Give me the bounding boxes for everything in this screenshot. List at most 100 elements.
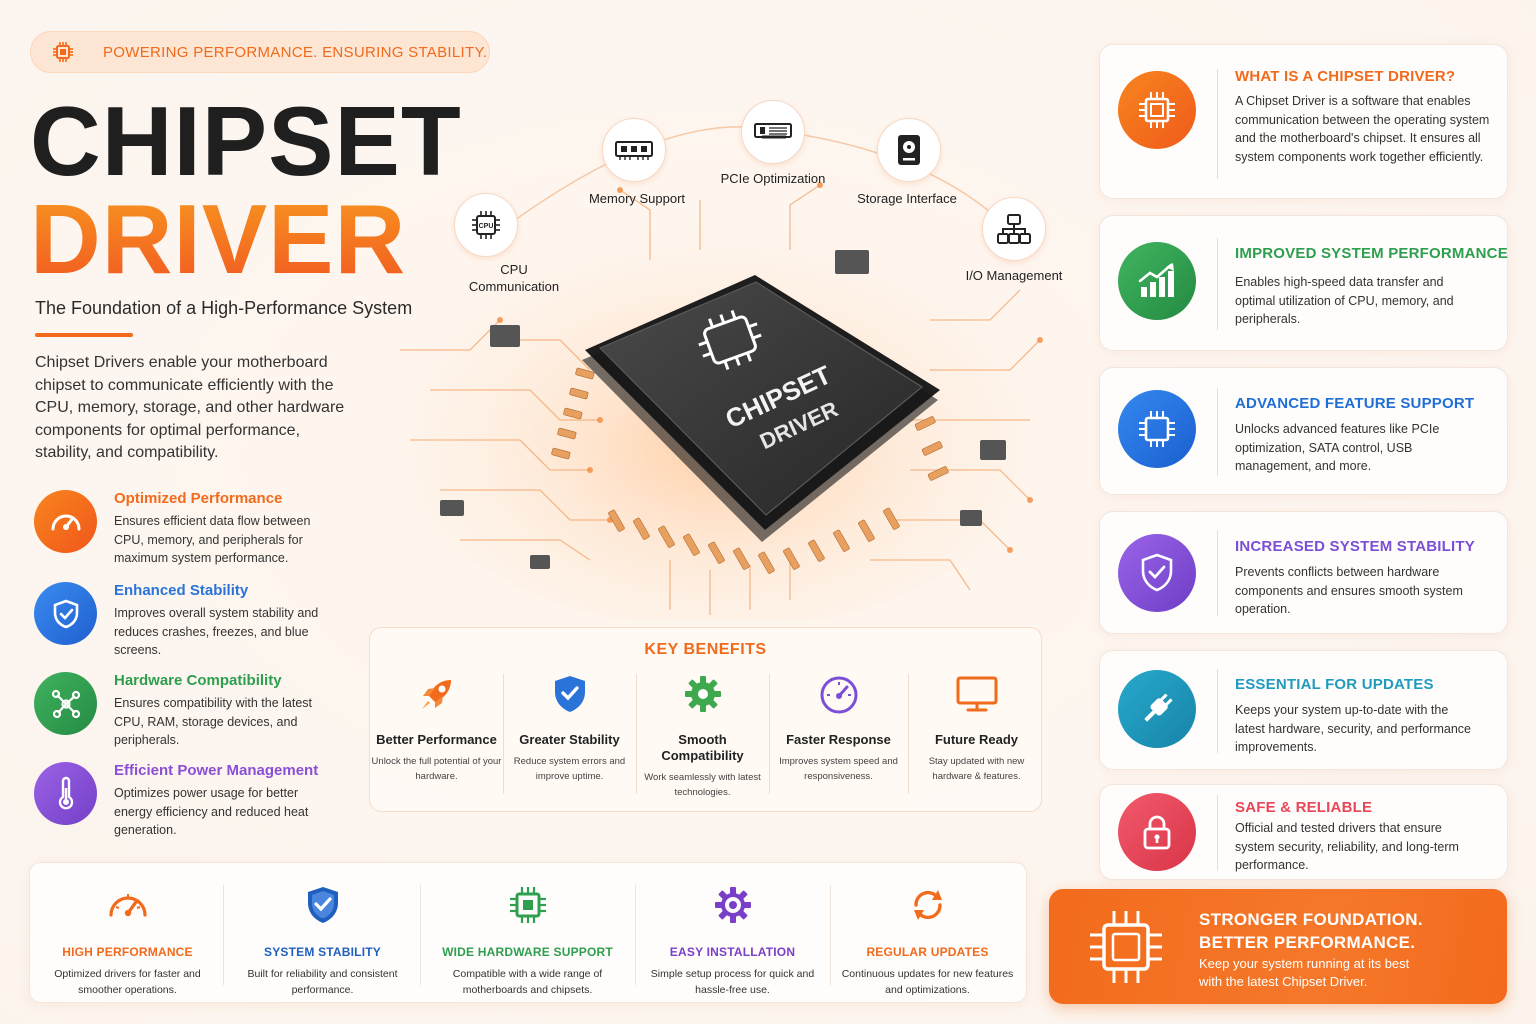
- pcie-card-icon: [741, 100, 805, 164]
- card-increased-stability: INCREASED SYSTEM STABILITY Prevents conf…: [1099, 511, 1508, 634]
- orbit-label-io: I/O Management: [965, 268, 1063, 283]
- shield-check-icon: [1118, 534, 1196, 612]
- divider: [1217, 69, 1218, 179]
- card-desc: Keeps your system up-to-date with the la…: [1235, 703, 1471, 754]
- orbit-node-cpu: CPU: [454, 193, 518, 257]
- card-desc: Enables high-speed data transfer and opt…: [1235, 275, 1454, 326]
- divider: [635, 885, 636, 985]
- cpu-icon: CPU: [454, 193, 518, 257]
- strip-desc: Optimized drivers for faster and smoothe…: [54, 968, 201, 996]
- hard-drive-icon: [877, 118, 941, 182]
- orbit-label-pcie: PCIe Optimization: [720, 171, 826, 186]
- rocket-icon: [370, 672, 503, 716]
- divider: [503, 674, 504, 794]
- strip-name: SYSTEM STABILITY: [264, 945, 381, 959]
- benefit-name: Faster Response: [786, 732, 891, 747]
- strip-system-stability: SYSTEM STABILITY Built for reliability a…: [235, 883, 410, 998]
- speedometer-icon: [34, 490, 97, 553]
- benefit-smooth-compatibility: Smooth Compatibility Work seamlessly wit…: [636, 672, 769, 800]
- card-desc: Unlocks advanced features like PCIe opti…: [1235, 422, 1440, 473]
- orbit-node-pcie: [741, 100, 805, 164]
- monitor-icon: [910, 672, 1043, 716]
- divider: [908, 674, 909, 794]
- card-desc: Prevents conflicts between hardware comp…: [1235, 565, 1463, 616]
- card-title: WHAT IS A CHIPSET DRIVER?: [1235, 68, 1456, 85]
- strip-high-performance: HIGH PERFORMANCE Optimized drivers for f…: [40, 883, 215, 998]
- benefit-name: Better Performance: [376, 732, 497, 747]
- shield-check-icon: [235, 883, 410, 927]
- benefit-desc: Work seamlessly with latest technologies…: [644, 772, 761, 798]
- cta-headline: STRONGER FOUNDATION. BETTER PERFORMANCE.: [1199, 908, 1423, 954]
- strip-desc: Built for reliability and consistent per…: [247, 968, 398, 996]
- network-nodes-icon: [34, 672, 97, 735]
- benefit-greater-stability: Greater Stability Reduce system errors a…: [503, 672, 636, 784]
- feature-title: Optimized Performance: [114, 490, 283, 507]
- chip-illustration: CHIPSET DRIVER: [380, 126, 1060, 620]
- key-benefits-title: KEY BENEFITS: [644, 641, 767, 658]
- strip-regular-updates: REGULAR UPDATES Continuous updates for n…: [840, 883, 1015, 998]
- feature-optimized-performance: Optimized Performance Ensures efficient …: [34, 490, 354, 575]
- chip-icon: [1118, 71, 1196, 149]
- benefit-name: Smooth Compatibility: [661, 732, 744, 763]
- divider: [1217, 795, 1218, 871]
- cta-headline-line2: BETTER PERFORMANCE.: [1199, 933, 1416, 952]
- divider: [223, 885, 224, 985]
- shield-check-icon: [34, 582, 97, 645]
- speedometer-icon: [772, 672, 905, 716]
- benefit-future-ready: Future Ready Stay updated with new hardw…: [910, 672, 1043, 784]
- orbit-node-storage: [877, 118, 941, 182]
- feature-title: Hardware Compatibility: [114, 672, 282, 689]
- orbit-node-io: [982, 197, 1046, 261]
- refresh-icon: [840, 883, 1015, 927]
- card-what-is-chipset-driver: WHAT IS A CHIPSET DRIVER? A Chipset Driv…: [1099, 44, 1508, 199]
- strip-name: HIGH PERFORMANCE: [62, 945, 193, 959]
- feature-enhanced-stability: Enhanced Stability Improves overall syst…: [34, 582, 354, 667]
- divider: [1217, 238, 1218, 330]
- page-title-line1: CHIPSET: [30, 86, 462, 196]
- card-desc: Official and tested drivers that ensure …: [1235, 821, 1459, 872]
- benefit-faster-response: Faster Response Improves system speed an…: [772, 672, 905, 784]
- tagline-pill: POWERING PERFORMANCE. ENSURING STABILITY…: [30, 31, 490, 73]
- page-title-line2: DRIVER: [30, 184, 407, 294]
- card-desc: A Chipset Driver is a software that enab…: [1235, 94, 1490, 164]
- chip-icon: [1118, 390, 1196, 468]
- divider: [830, 885, 831, 985]
- strip-name: REGULAR UPDATES: [866, 945, 989, 959]
- strip-easy-installation: EASY INSTALLATION Simple setup process f…: [645, 883, 820, 998]
- orbit-label-memory: Memory Support: [588, 191, 686, 206]
- thermometer-icon: [34, 762, 97, 825]
- speedometer-icon: [40, 883, 215, 927]
- cta-description: Keep your system running at its best wit…: [1199, 955, 1409, 991]
- page-subtitle: The Foundation of a High-Performance Sys…: [35, 298, 413, 318]
- card-advanced-feature-support: ADVANCED FEATURE SUPPORT Unlocks advance…: [1099, 367, 1508, 495]
- strip-desc: Simple setup process for quick and hassl…: [650, 968, 815, 996]
- divider: [636, 674, 637, 794]
- gear-icon: [636, 672, 769, 716]
- plug-icon: [1118, 670, 1196, 748]
- cta-banner: STRONGER FOUNDATION. BETTER PERFORMANCE.…: [1049, 889, 1507, 1004]
- benefit-desc: Improves system speed and responsiveness…: [779, 756, 898, 782]
- divider: [420, 885, 421, 985]
- feature-efficient-power: Efficient Power Management Optimizes pow…: [34, 762, 354, 847]
- feature-desc: Ensures compatibility with the latest CP…: [114, 696, 313, 747]
- benefit-desc: Unlock the full potential of your hardwa…: [371, 756, 502, 782]
- card-safe-reliable: SAFE & RELIABLE Official and tested driv…: [1099, 784, 1508, 880]
- card-title: ADVANCED FEATURE SUPPORT: [1235, 395, 1475, 412]
- benefit-desc: Reduce system errors and improve uptime.: [513, 756, 626, 782]
- orbit-label-cpu: CPU Communication: [468, 262, 560, 294]
- card-improved-performance: IMPROVED SYSTEM PERFORMANCE Enables high…: [1099, 215, 1508, 351]
- memory-module-icon: [602, 118, 666, 182]
- feature-title: Enhanced Stability: [114, 582, 249, 599]
- feature-title: Efficient Power Management: [114, 762, 319, 779]
- divider: [1217, 669, 1218, 753]
- key-benefits-panel: KEY BENEFITS Better Performance Unlock t…: [369, 627, 1042, 812]
- lock-icon: [1118, 793, 1196, 871]
- shield-check-icon: [503, 672, 636, 716]
- bottom-features-strip: HIGH PERFORMANCE Optimized drivers for f…: [29, 862, 1027, 1003]
- svg-text:CPU: CPU: [479, 223, 494, 230]
- intro-paragraph: Chipset Drivers enable your motherboard …: [35, 354, 345, 462]
- feature-desc: Ensures efficient data flow between CPU,…: [114, 514, 311, 565]
- chip-icon: [430, 883, 625, 927]
- strip-desc: Compatible with a wide range of motherbo…: [452, 968, 603, 996]
- strip-wide-hardware-support: WIDE HARDWARE SUPPORT Compatible with a …: [430, 883, 625, 998]
